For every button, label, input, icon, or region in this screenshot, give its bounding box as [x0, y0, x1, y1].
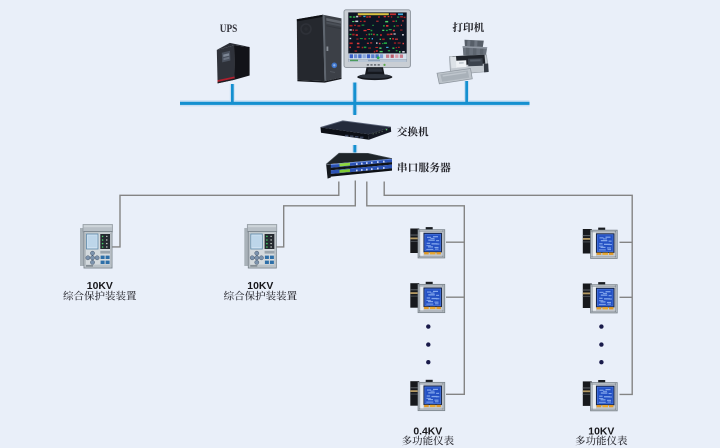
svg-text:10KV: 10KV [87, 281, 113, 292]
svg-text:10KV: 10KV [247, 281, 273, 292]
svg-text:10KV: 10KV [588, 426, 614, 437]
svg-text:0.4KV: 0.4KV [413, 426, 442, 437]
svg-text:UPS: UPS [220, 21, 238, 35]
